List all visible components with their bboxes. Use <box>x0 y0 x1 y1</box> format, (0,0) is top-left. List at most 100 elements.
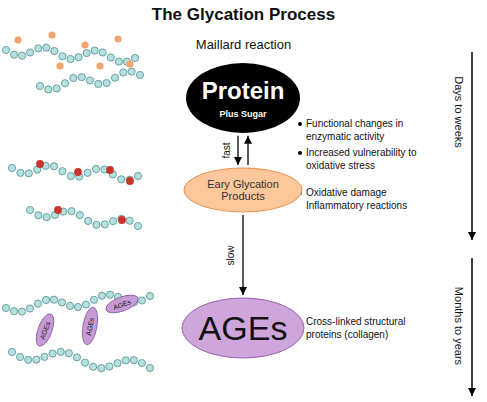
bound-sugar <box>106 166 114 174</box>
ellipse-shape <box>182 298 304 358</box>
amino-bead <box>49 350 56 357</box>
effect-note: Increased vulnerability to oxidative str… <box>306 146 431 172</box>
amino-bead <box>36 82 43 89</box>
amino-bead <box>106 363 113 370</box>
bullet <box>298 151 302 155</box>
amino-bead <box>67 55 74 62</box>
time-arrow <box>471 258 473 396</box>
effect-note: Functional changes in enzymatic activity <box>306 117 431 143</box>
amino-bead <box>19 52 26 59</box>
age-crosslink <box>104 292 141 317</box>
amino-bead <box>18 308 25 315</box>
amino-bead <box>70 74 77 81</box>
amino-bead <box>114 360 121 367</box>
sugar-molecule <box>114 35 121 42</box>
amino-bead <box>109 218 116 225</box>
amino-bead <box>10 308 17 315</box>
amino-bead <box>67 172 74 179</box>
amino-bead <box>59 53 66 60</box>
bound-sugar <box>36 160 44 168</box>
amino-bead <box>50 163 57 170</box>
subtitle: Maillard reaction <box>0 36 487 53</box>
bound-sugar <box>54 206 62 214</box>
amino-bead <box>74 303 81 310</box>
amino-bead <box>17 169 24 176</box>
amino-bead <box>27 49 34 56</box>
amino-bead <box>115 58 122 65</box>
diagram-title: The Glycation Process <box>0 5 487 25</box>
amino-bead <box>35 212 42 219</box>
amino-bead <box>146 364 153 371</box>
reaction-arrow <box>243 215 244 295</box>
amino-bead <box>35 45 42 52</box>
product-ellipse: AGEs <box>181 297 305 359</box>
amino-bead <box>53 85 60 92</box>
amino-bead <box>78 73 85 80</box>
amino-bead <box>33 356 40 363</box>
reactant-ellipse: ProteinPlus Sugar <box>185 62 301 134</box>
amino-bead <box>34 300 41 307</box>
sugar-molecule <box>14 36 21 43</box>
amino-bead <box>91 47 98 54</box>
amino-bead <box>99 49 106 56</box>
reaction-arrow <box>238 136 248 165</box>
bound-sugar <box>74 168 82 176</box>
amino-bead <box>134 172 141 179</box>
amino-bead <box>85 217 92 224</box>
amino-bead <box>86 77 93 84</box>
amino-bead <box>66 302 73 309</box>
amino-bead <box>61 80 68 87</box>
node-text: AGEs <box>199 310 288 347</box>
amino-bead <box>106 291 113 298</box>
arrow-line <box>242 215 243 295</box>
sugar-molecule <box>96 62 103 69</box>
arrow-line <box>237 136 238 165</box>
amino-bead <box>107 54 114 61</box>
effect-note: Oxidative damage Inflammatory reactions <box>306 186 424 212</box>
amino-bead <box>120 69 127 76</box>
amino-bead <box>98 365 105 372</box>
amino-bead <box>103 79 110 86</box>
age-crosslink <box>33 312 58 349</box>
amino-bead <box>146 292 153 299</box>
amino-bead <box>90 363 97 370</box>
amino-bead <box>43 214 50 221</box>
amino-bead <box>73 354 80 361</box>
effect-note: Cross-linked structural proteins (collag… <box>306 315 424 341</box>
amino-bead <box>111 74 118 81</box>
amino-bead <box>92 165 99 172</box>
amino-bead <box>68 208 75 215</box>
amino-bead <box>82 301 89 308</box>
amino-bead <box>131 54 138 61</box>
amino-bead <box>57 348 64 355</box>
amino-bead <box>134 222 141 229</box>
node-text: Eary Glycation Products <box>195 178 291 202</box>
age-crosslink <box>80 306 100 346</box>
amino-bead <box>95 80 102 87</box>
amino-bead <box>90 296 97 303</box>
amino-bead <box>130 357 137 364</box>
protein-chains <box>2 31 153 371</box>
time-arrow <box>471 52 473 240</box>
amino-bead <box>136 71 143 78</box>
amino-bead <box>58 299 65 306</box>
bullet <box>298 122 302 126</box>
amino-bead <box>93 221 100 228</box>
amino-bead <box>45 86 52 93</box>
bound-sugar <box>126 177 134 185</box>
amino-bead <box>41 353 48 360</box>
amino-bead <box>138 297 145 304</box>
sugar-molecule <box>56 62 63 69</box>
amino-bead <box>2 46 9 53</box>
arrow-line <box>247 136 248 165</box>
rate-label: slow <box>224 235 237 275</box>
amino-bead <box>26 305 33 312</box>
amino-bead <box>122 357 129 364</box>
amino-bead <box>128 68 135 75</box>
amino-bead <box>101 221 108 228</box>
amino-bead <box>51 47 58 54</box>
amino-bead <box>25 356 32 363</box>
amino-bead <box>138 359 145 366</box>
sugar-molecule <box>126 60 133 67</box>
